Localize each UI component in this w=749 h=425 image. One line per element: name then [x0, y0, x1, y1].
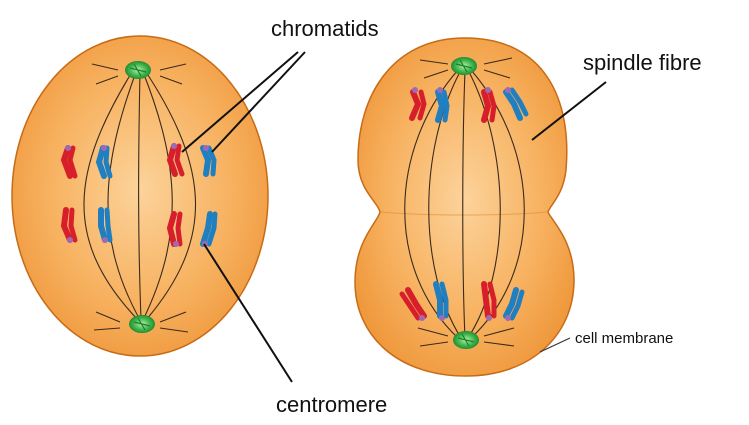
cell-membrane-label: cell membrane: [575, 330, 673, 347]
centriole-icon: [451, 57, 477, 75]
centriole-icon: [453, 331, 479, 349]
centromere-label: centromere: [276, 392, 387, 417]
chromatids-label: chromatids: [271, 16, 379, 41]
centriole-icon: [125, 61, 151, 79]
cell-metaphase: [12, 36, 268, 356]
spindle-fibre-label: spindle fibre: [583, 50, 702, 75]
chromosome-pair: [99, 145, 110, 176]
cell-anaphase: [355, 38, 574, 376]
centriole-icon: [129, 315, 155, 333]
